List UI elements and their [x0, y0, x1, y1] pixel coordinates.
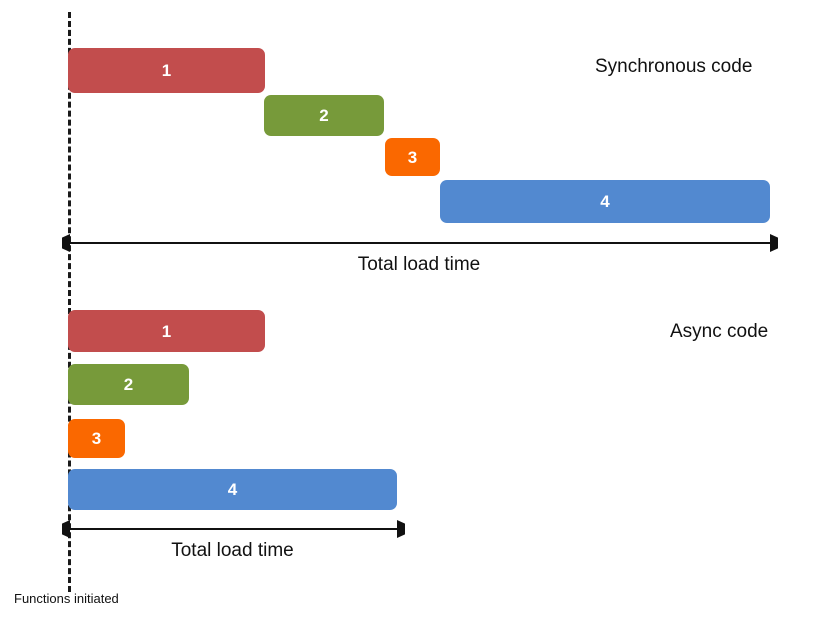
async-bar-function-3: 3: [68, 419, 125, 458]
functions-initiated-caption: Functions initiated: [14, 591, 119, 606]
sync-bar-1-label: 1: [161, 61, 172, 80]
sync-bar-function-3: 3: [385, 138, 440, 176]
async-bar-4-label: 4: [227, 480, 238, 499]
async-bar-2-label: 2: [123, 375, 134, 394]
async-section-label: Async code: [670, 321, 769, 342]
async-bar-function-4: 4: [68, 469, 397, 510]
functions-initiated-axis-line: [68, 12, 71, 592]
async-total-load-time-arrow: [50, 518, 417, 540]
sync-bar-3-label: 3: [407, 147, 418, 167]
sync-bar-4-label: 4: [600, 192, 610, 211]
sync-bar-2-label: 2: [319, 106, 329, 125]
sync-bar-function-4: 4: [440, 180, 770, 223]
sync-total-load-time-caption: Total load time: [357, 254, 481, 275]
sync-total-load-time-arrow: [50, 232, 790, 254]
sync-bar-function-2: 2: [264, 95, 384, 136]
sync-bar-function-1: 1: [68, 48, 265, 93]
async-bar-3-label: 3: [91, 429, 102, 448]
async-bar-1-label: 1: [161, 321, 172, 341]
synchronous-section-label: Synchronous code: [595, 56, 753, 77]
async-total-load-time-caption: Total load time: [171, 540, 294, 561]
async-bar-function-2: 2: [68, 364, 189, 405]
async-bar-function-1: 1: [68, 310, 265, 352]
